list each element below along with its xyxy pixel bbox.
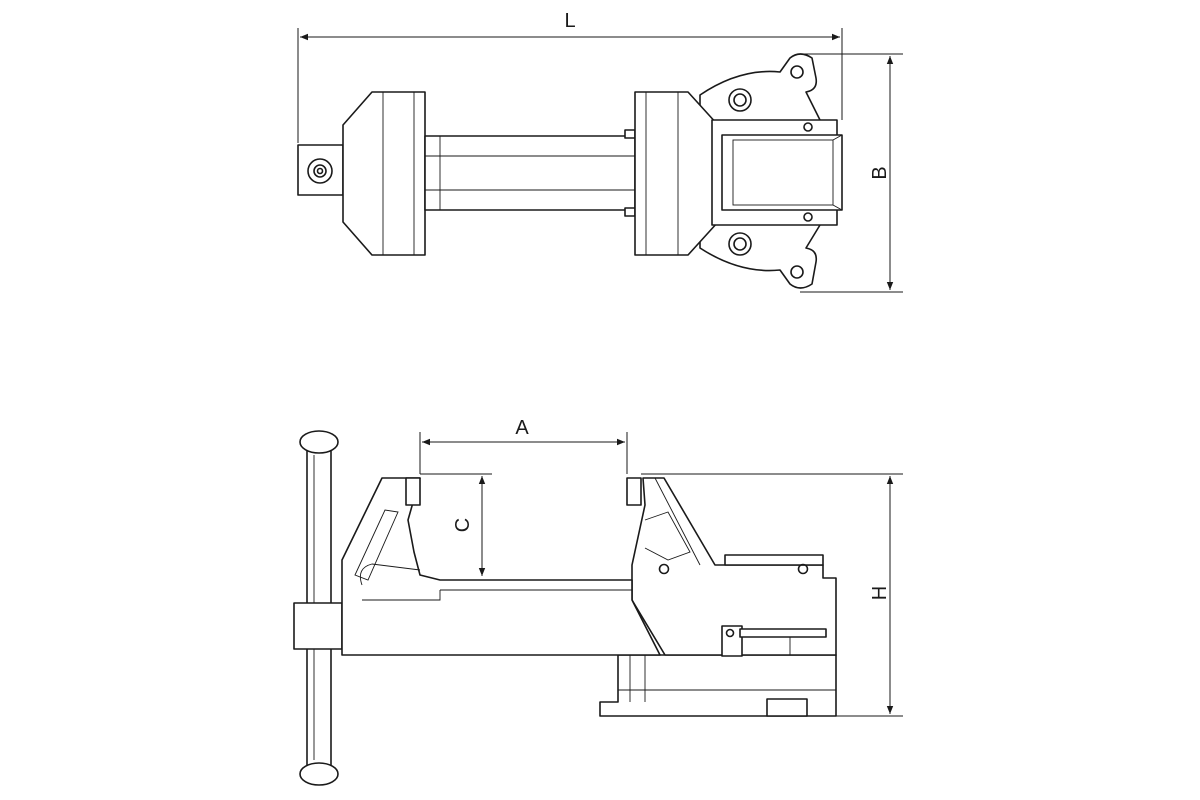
movable-jaw-side: [341, 477, 661, 656]
dimension-label-c: C: [452, 518, 474, 532]
vise-top-view: L B: [297, 10, 903, 293]
dimension-jaw-opening: A: [419, 417, 628, 474]
slide-bar-top: [424, 129, 636, 217]
dimension-height: H: [641, 473, 903, 717]
dimension-label-a: A: [515, 417, 529, 439]
dimension-label-b: B: [869, 166, 891, 179]
swivel-base-side: [599, 654, 837, 717]
vise-side-view: A C H: [293, 417, 903, 786]
dimension-width: B: [800, 53, 903, 293]
dimension-label-l: L: [564, 10, 575, 32]
handle-side: [293, 430, 343, 786]
fixed-jaw-top: [634, 91, 843, 256]
fixed-jaw-side: [626, 477, 837, 657]
movable-jaw-top: [342, 91, 426, 256]
screw-end-top: [297, 144, 344, 196]
dimension-length: L: [297, 10, 843, 143]
dimension-label-h: H: [869, 586, 891, 600]
dimension-throat-depth: C: [420, 473, 492, 576]
